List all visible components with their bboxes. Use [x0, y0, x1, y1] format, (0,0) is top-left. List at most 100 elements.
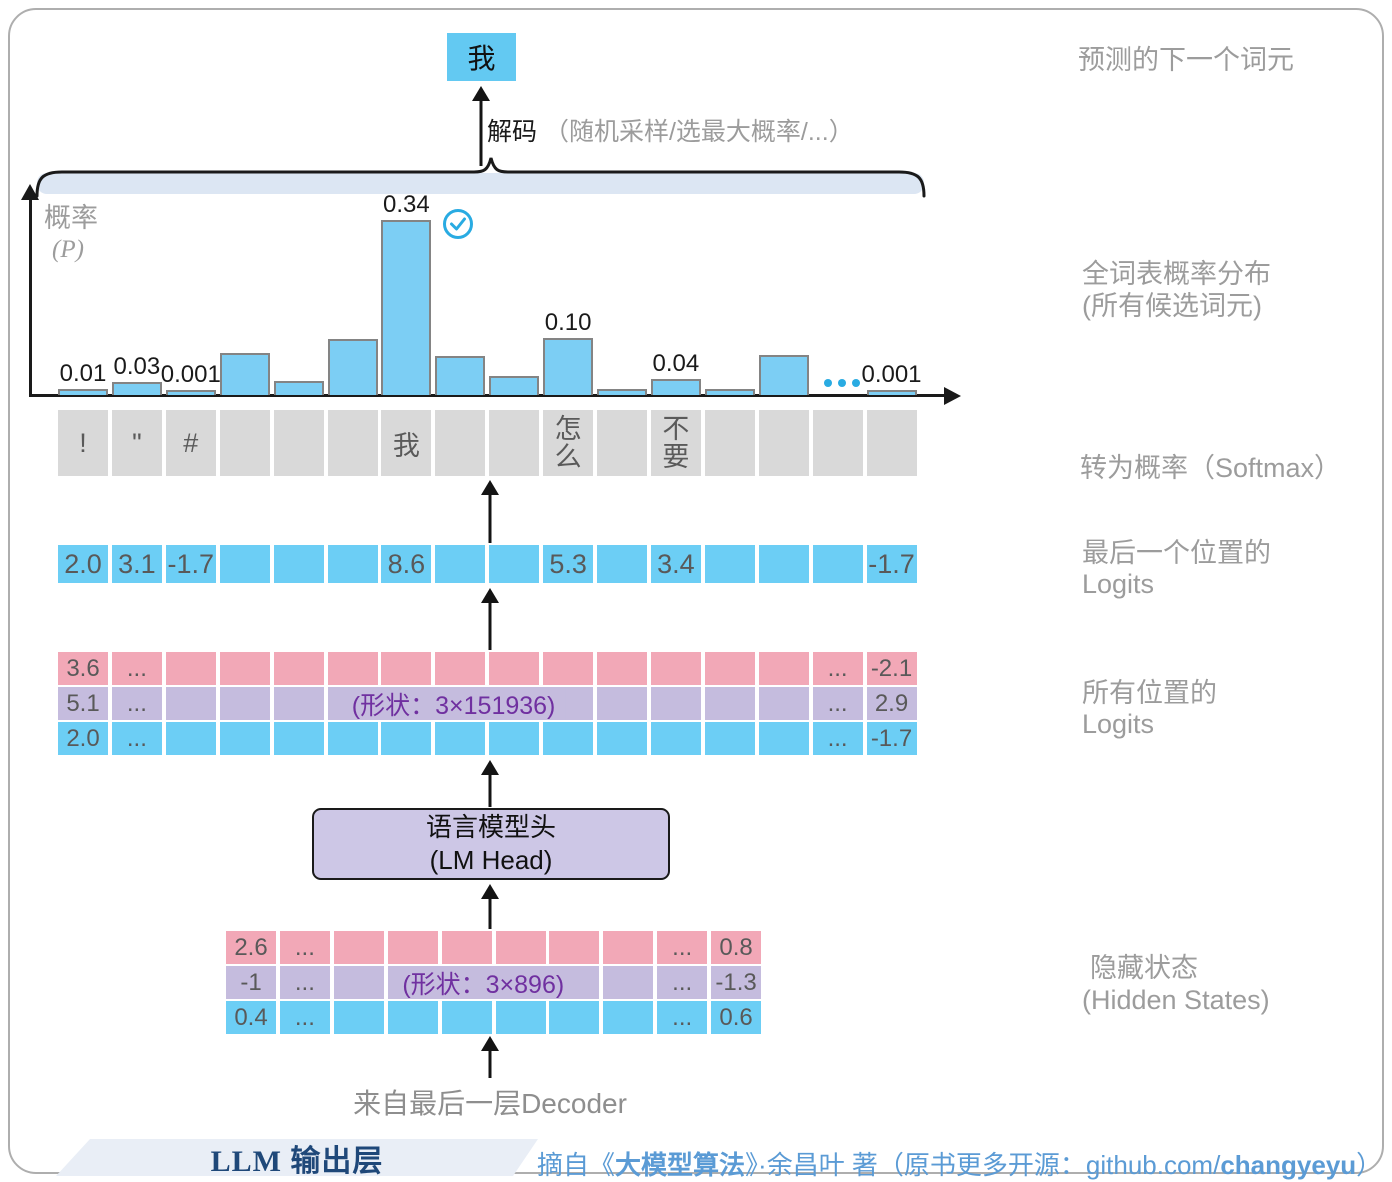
lm-head-subtitle: (LM Head): [429, 845, 553, 875]
token-cell: [327, 410, 378, 476]
all-logits-block-cell-blue: [489, 722, 540, 755]
hidden-block-cell-pink: 2.6: [226, 931, 276, 964]
logit-cell: -1.7: [866, 545, 917, 583]
last-logits-caption-line1: 最后一个位置的: [1082, 538, 1271, 568]
all-logits-block-cell-blue: ...: [812, 722, 863, 755]
token-cell: 我: [381, 410, 432, 476]
all-logits-block-cell-pink: [758, 652, 809, 685]
token-cell-text: ": [132, 427, 142, 458]
token-cell: [704, 410, 755, 476]
bar-value-label: 0.03: [113, 353, 161, 380]
logit-cell: 8.6: [381, 545, 432, 583]
all-logits-block-cell-blue: [758, 722, 809, 755]
attribution-segment: ）: [1356, 1150, 1383, 1180]
diagram-frame: [8, 8, 1384, 1174]
token-cell-text: !: [79, 427, 87, 458]
all-logits-block-cell-blue: [273, 722, 324, 755]
probability-bar: [435, 356, 486, 395]
hidden-block-cell-purp: ...: [657, 966, 708, 999]
logit-cell: [812, 545, 863, 583]
softmax-caption: 转为概率（Softmax）: [1080, 453, 1342, 483]
arrow-head: [481, 588, 499, 603]
hidden-block-cell-pink-text: ...: [294, 933, 315, 961]
hidden-block-cell-blue: [333, 1001, 384, 1034]
hidden-block-cell-blue: ...: [657, 1001, 708, 1034]
all-logits-block-cell-pink-text: -2.1: [870, 654, 913, 682]
all-logits-block-cell-blue: [381, 722, 432, 755]
predicted-token-caption: 预测的下一个词元: [1078, 45, 1294, 75]
all-logits-block-cell-purp: [597, 687, 647, 720]
logit-cell-text: -1.7: [868, 548, 915, 579]
logit-cell: 5.3: [543, 545, 594, 583]
y-axis-arrowhead: [21, 184, 39, 200]
hidden-block-cell-purp-text: ...: [672, 968, 693, 996]
logit-cell: [327, 545, 378, 583]
probability-bar: [543, 338, 594, 395]
tensor-shape-label: (形状：3×896): [392, 966, 575, 999]
x-axis-arrowhead: [944, 386, 961, 405]
decode-label-main: 解码: [487, 118, 538, 146]
probability-bar-selected: [381, 220, 432, 395]
arrow-shaft: [488, 1045, 492, 1078]
all-logits-block-cell-blue: [165, 722, 216, 755]
arrow-shaft: [488, 597, 492, 650]
logit-cell: -1.7: [165, 545, 216, 583]
probability-bar: [111, 382, 162, 395]
arrow-head: [472, 86, 490, 101]
token-cell-text: 我: [392, 430, 420, 461]
probability-bar: [650, 379, 701, 395]
logit-cell: [704, 545, 755, 583]
token-cell: [866, 410, 917, 476]
logit-cell-text: 2.0: [64, 548, 102, 579]
arrow-shaft: [479, 95, 483, 166]
all-logits-block-cell-blue: [543, 722, 594, 755]
x-axis: [29, 394, 947, 397]
distribution-caption-line1: 全词表概率分布: [1082, 259, 1271, 289]
select-last-arrow: [479, 588, 501, 650]
hidden-block-cell-pink: ...: [657, 931, 708, 964]
lm-head-title: 语言模型头: [425, 812, 556, 842]
all-logits-block-cell-purp: [704, 687, 755, 720]
hidden-block-cell-pink: 0.8: [711, 931, 762, 964]
hidden-block-cell-purp: -1: [226, 966, 276, 999]
all-logits-block-cell-pink-text: ...: [827, 654, 848, 682]
hidden-to-lmhead-arrow: [479, 884, 501, 929]
check-circle-icon: [443, 209, 473, 239]
hidden-states-caption-line2: (Hidden States): [1082, 985, 1270, 1015]
logit-cell: [219, 545, 270, 583]
all-logits-block-cell-blue: [704, 722, 755, 755]
token-cell: ": [111, 410, 162, 476]
all-logits-block-cell-pink: [327, 652, 378, 685]
logit-cell-text: -1.7: [167, 548, 215, 579]
all-logits-block-cell-purp: [165, 687, 216, 720]
hidden-block-cell-pink-text: 0.8: [719, 933, 753, 961]
probability-bar: [758, 355, 809, 395]
all-logits-block-cell-blue: -1.7: [866, 722, 917, 755]
hidden-block-cell-purp: [333, 966, 384, 999]
all-logits-block-cell-purp: [273, 687, 324, 720]
softmax-arrow: [479, 480, 501, 543]
hidden-block-cell-pink-text: ...: [672, 933, 693, 961]
probability-bar: [489, 376, 540, 395]
logit-cell: [273, 545, 324, 583]
token-cell-text: 不要: [662, 413, 690, 472]
axis-ellipsis-dots: [824, 379, 860, 387]
all-logits-block-cell-blue-text: ...: [827, 724, 848, 752]
y-axis-sublabel: (P): [52, 236, 84, 263]
logit-cell: [489, 545, 540, 583]
hidden-block-cell-blue: [387, 1001, 438, 1034]
logit-cell-text: 3.1: [118, 548, 156, 579]
decode-arrow: [470, 86, 492, 166]
hidden-block-cell-pink: [549, 931, 600, 964]
hidden-block-cell-blue-text: 0.4: [234, 1003, 268, 1031]
all-logits-block-cell-pink: 3.6: [58, 652, 108, 685]
token-cell-text: 怎么: [554, 413, 582, 472]
all-logits-block-cell-pink: [650, 652, 701, 685]
all-logits-caption-line2: Logits: [1082, 709, 1155, 739]
hidden-block-cell-blue-text: 0.6: [719, 1003, 753, 1031]
all-logits-block-cell-pink: [597, 652, 647, 685]
hidden-block-cell-purp-text: ...: [294, 968, 315, 996]
